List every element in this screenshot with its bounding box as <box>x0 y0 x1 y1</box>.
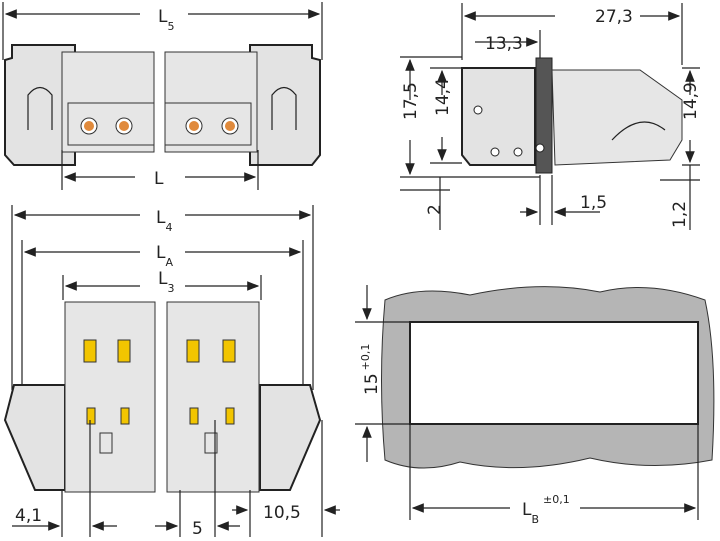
dim-15: 15+0,1 <box>359 344 382 395</box>
side-view: 27,3 13,3 17,5 14,4 14,9 2 1,5 1,2 <box>400 3 701 230</box>
dim-17-5: 17,5 <box>401 82 421 120</box>
dim-L5: L5 <box>158 7 174 33</box>
dim-LA: LA <box>156 243 173 269</box>
dim-4-1: 4,1 <box>15 506 42 526</box>
dim-10-5: 10,5 <box>263 503 301 523</box>
dim-1-5: 1,5 <box>580 193 607 213</box>
dim-1-2: 1,2 <box>670 201 690 228</box>
panel-cutout-view: 15+0,1 LB±0,1 <box>355 285 715 526</box>
front-view: L4 LA L3 4,1 5 10,5 <box>3 205 340 539</box>
dim-14-9: 14,9 <box>681 82 701 120</box>
dim-2: 2 <box>425 204 445 215</box>
dim-13-3: 13,3 <box>485 34 523 54</box>
contact-icon <box>83 339 236 425</box>
dim-27-3: 27,3 <box>595 7 633 27</box>
dim-14-4: 14,4 <box>433 78 453 116</box>
dim-L: L <box>154 169 164 189</box>
dim-5: 5 <box>192 519 203 539</box>
dim-LB: LB±0,1 <box>522 493 570 526</box>
dim-L3: L3 <box>158 269 174 295</box>
dim-L4: L4 <box>156 208 172 234</box>
pin-icon <box>80 117 239 135</box>
top-view: L5 L <box>2 2 323 190</box>
